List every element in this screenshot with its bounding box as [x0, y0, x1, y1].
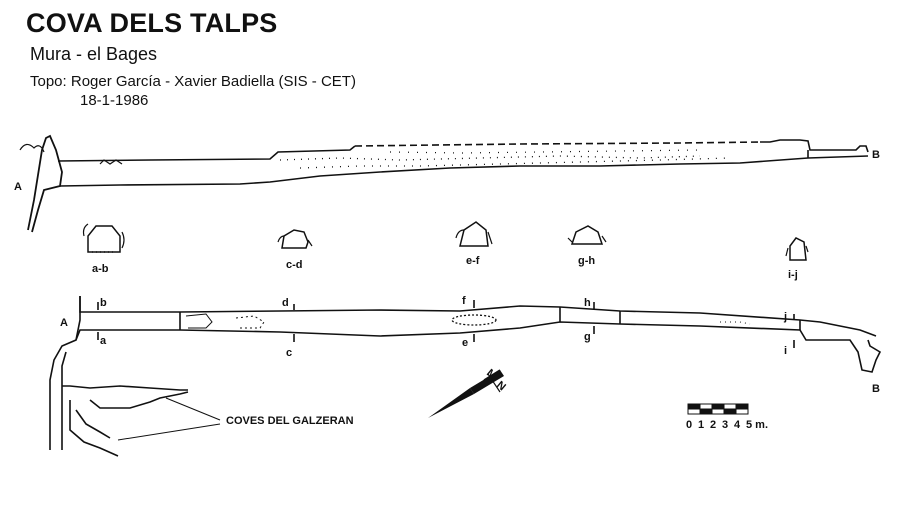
scale-tick-4: 4 [734, 419, 741, 431]
marker-g: g [584, 331, 591, 343]
section-g-h [567, 225, 607, 245]
marker-e: e [462, 337, 468, 349]
marker-i: i [784, 345, 787, 357]
marker-c: c [286, 347, 292, 359]
section-label-c-d: c-d [286, 259, 303, 271]
marker-f: f [462, 295, 466, 307]
section-label-i-j: i-j [788, 269, 798, 281]
map-subtitle: Mura - el Bages [30, 44, 158, 64]
scale-bar [687, 403, 749, 415]
section-a-b [82, 223, 125, 253]
section-c-d [277, 229, 313, 249]
marker-h: h [584, 297, 591, 309]
scale-tick-5: 5 m. [746, 419, 768, 431]
survey-date: 18-1-1986 [80, 92, 149, 109]
section-e-f [455, 221, 493, 247]
marker-d: d [282, 297, 289, 309]
plan-entrance-label: A [60, 317, 68, 329]
scale-tick-2: 2 [710, 419, 716, 431]
plan-view [49, 296, 882, 457]
map-title: COVA DELS TALPS [26, 8, 278, 38]
marker-j: j [783, 311, 787, 323]
north-label-n: N [494, 379, 508, 393]
cross-sections [82, 221, 809, 261]
scale-tick-0: 0 [686, 419, 692, 431]
plan-end-label: B [872, 383, 880, 395]
marker-a: a [100, 335, 107, 347]
section-label-a-b: a-b [92, 263, 109, 275]
marker-b: b [100, 297, 107, 309]
profile-end-label: B [872, 149, 880, 161]
section-label-e-f: e-f [466, 255, 480, 267]
map-credits: Topo: Roger García - Xavier Badiella (SI… [30, 72, 356, 110]
credits-line: Topo: Roger García - Xavier Badiella (SI… [30, 73, 356, 90]
north-arrow-icon [428, 369, 504, 418]
scale-tick-1: 1 [698, 419, 704, 431]
longitudinal-profile [19, 134, 869, 233]
galzeran-annotation: COVES DEL GALZERAN [226, 415, 354, 427]
profile-entrance-label: A [14, 181, 22, 193]
scale-tick-3: 3 [722, 419, 728, 431]
section-i-j [785, 237, 809, 261]
section-label-g-h: g-h [578, 255, 595, 267]
